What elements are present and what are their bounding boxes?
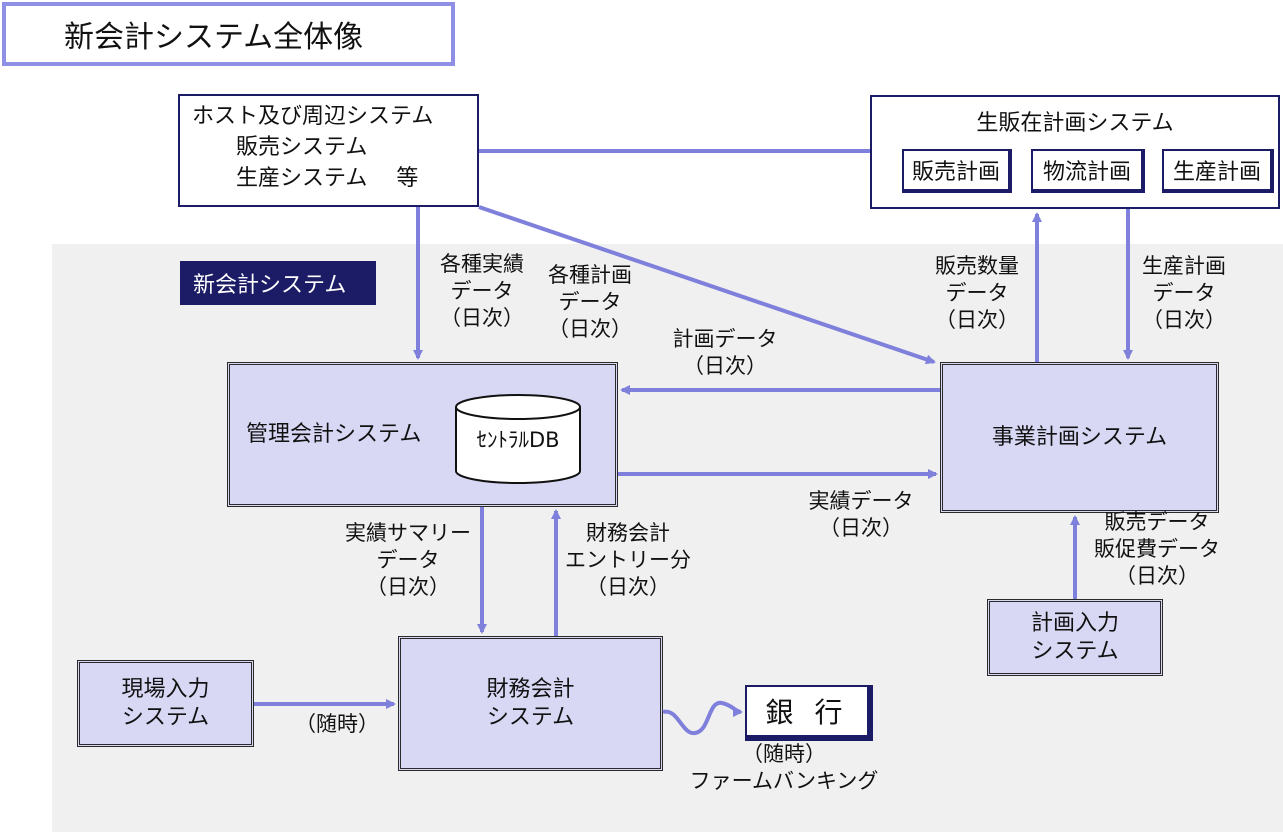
host-system-line-2: 販売システム: [192, 135, 368, 160]
new-accounting-system-label: 新会計システム: [180, 261, 376, 305]
bank-box: 銀 行: [745, 685, 873, 741]
financial-accounting-box: 財務会計 システム: [398, 636, 663, 771]
business-plan-box: 事業計画システム: [940, 362, 1219, 513]
production-plan-flow-label: 生産計画 データ （日次）: [1142, 254, 1226, 332]
actual-data-label: 実績データ （日次）: [808, 489, 914, 540]
central-db-label: ｾﾝﾄﾗﾙDB: [476, 428, 560, 452]
field-input-label: 現場入力 システム: [121, 676, 210, 730]
plan-input-box: 計画入力 システム: [987, 599, 1163, 676]
plan-input-label: 計画入力 システム: [1030, 610, 1119, 664]
actuals-various-label: 各種実績 データ （日次）: [440, 252, 524, 330]
page-title: 新会計システム全体像: [2, 2, 455, 66]
sales-plan-box: 販売計画: [902, 149, 1012, 193]
bank-label: 銀 行: [765, 696, 849, 729]
finance-entry-label: 財務会計 エントリー分 （日次）: [565, 521, 691, 599]
production-sales-plan-system-title: 生販在計画システム: [976, 111, 1174, 136]
central-db-icon: [455, 394, 581, 484]
host-system-line-1: ホスト及び周辺システム: [192, 104, 434, 129]
financial-accounting-label: 財務会計 システム: [486, 676, 575, 730]
new-accounting-panel: [52, 244, 1283, 832]
plan-data-label: 計画データ （日次）: [672, 327, 778, 378]
business-plan-label: 事業計画システム: [991, 424, 1168, 450]
actual-summary-label: 実績サマリー データ （日次）: [345, 521, 471, 599]
host-system-box: ホスト及び周辺システム 販売システム 生産システム 等: [178, 94, 479, 207]
logistics-plan-box: 物流計画: [1031, 149, 1145, 193]
field-input-box: 現場入力 システム: [77, 660, 254, 747]
plans-various-label: 各種計画 データ （日次）: [548, 263, 632, 341]
production-plan-box: 生産計画: [1162, 149, 1274, 193]
production-sales-plan-system-box: 生販在計画システム 販売計画 物流計画 生産計画: [870, 95, 1280, 209]
host-to-business-plan-arrow: [478, 205, 936, 365]
sales-qty-label: 販売数量 データ （日次）: [935, 254, 1019, 332]
firm-banking-label: （随時） ファームバンキング: [689, 742, 879, 793]
management-accounting-label: 管理会計システム: [246, 421, 422, 447]
sales-promo-label: 販売データ 販促費データ （日次）: [1094, 510, 1220, 588]
as-needed-label: （随時）: [295, 712, 379, 736]
firm-banking-wave: [662, 700, 743, 735]
host-system-line-3: 生産システム 等: [192, 166, 419, 191]
